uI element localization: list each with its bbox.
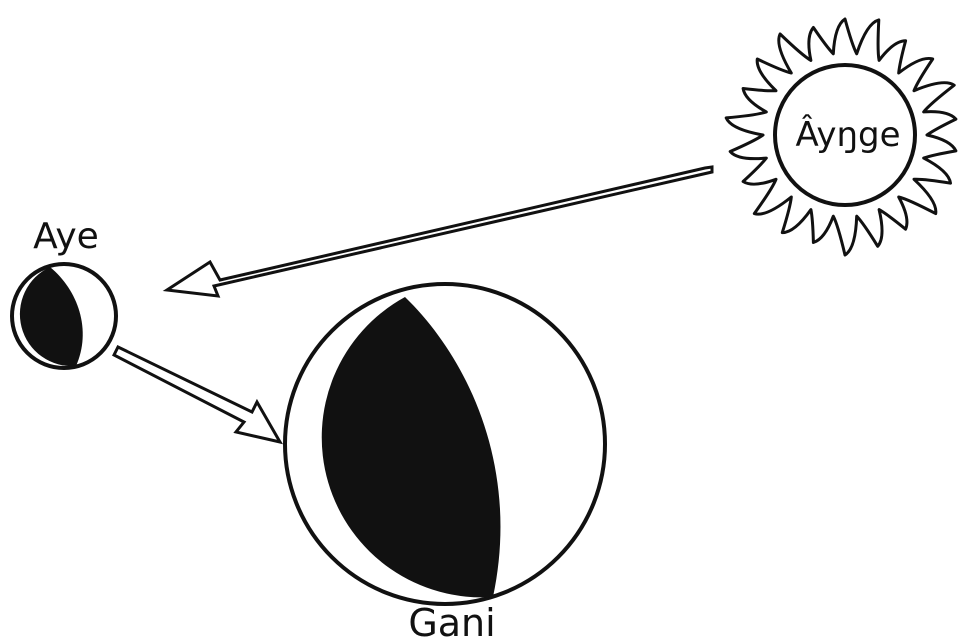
small-body-label: Aye [33,216,99,257]
sun-label: Âyŋge [795,114,900,155]
large-body-label: Gani [408,601,495,641]
large-body: Gani [285,284,605,641]
light-arrow-long [167,167,712,296]
small-body: Aye [12,216,116,368]
light-arrow-short [114,347,280,442]
sun: Âyŋge [726,19,956,255]
